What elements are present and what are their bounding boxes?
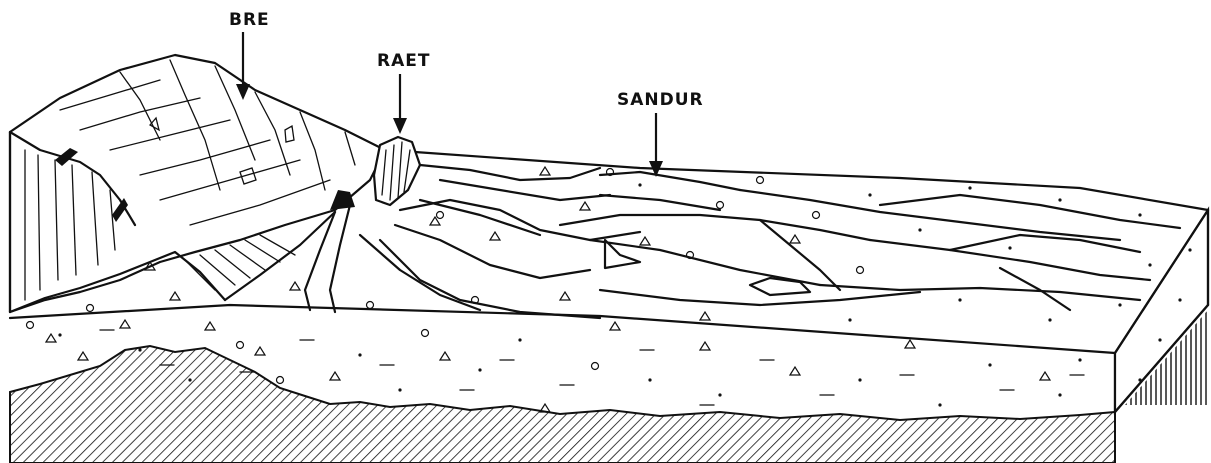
- label-outwash-plain-text: SANDUR: [617, 90, 704, 110]
- label-moraine: RAET: [377, 51, 430, 134]
- moraine-ridge: [374, 137, 420, 205]
- bedrock: [10, 346, 1115, 463]
- label-outwash-plain: SANDUR: [617, 90, 704, 177]
- label-moraine-text: RAET: [377, 51, 430, 71]
- label-glacier-text: BRE: [229, 10, 270, 30]
- glacier-body: [10, 55, 385, 312]
- braided-channels: [305, 165, 1180, 318]
- arrowhead-moraine: [393, 118, 407, 134]
